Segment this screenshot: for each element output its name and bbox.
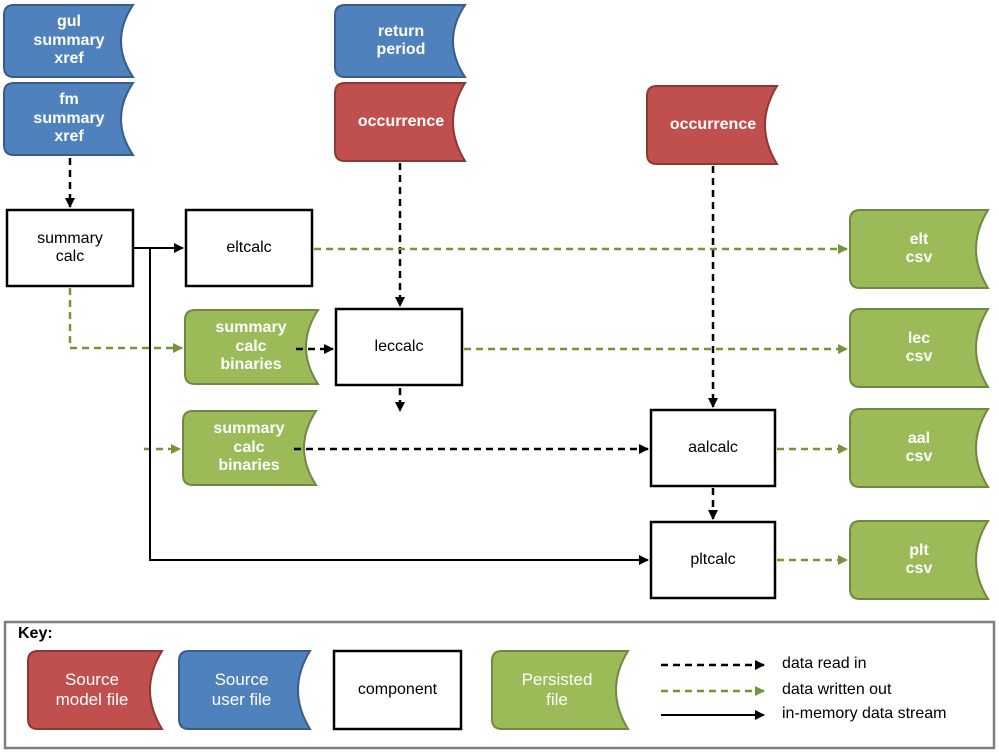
key-data-read-label: data read in xyxy=(782,655,867,672)
arrow-summarycalc-to-pltcalc xyxy=(149,248,649,565)
file-occurrence-1 xyxy=(334,82,467,162)
file-summary-calc-binaries-1 xyxy=(184,309,320,385)
key-component-shape xyxy=(332,649,463,731)
component-eltcalc xyxy=(184,208,314,288)
file-occurrence-2 xyxy=(646,85,779,165)
file-aal-csv xyxy=(849,408,990,488)
component-summarycalc xyxy=(5,208,135,288)
file-fm-summary-xref xyxy=(3,82,135,156)
key-in-memory-label: in-memory data stream xyxy=(782,705,947,722)
key-persisted-shape xyxy=(491,650,630,730)
file-elt-csv xyxy=(849,209,990,289)
component-aalcalc xyxy=(649,408,777,488)
file-lec-csv xyxy=(849,308,990,388)
component-pltcalc xyxy=(649,520,777,600)
file-plt-csv xyxy=(849,520,990,600)
key-data-written-label: data written out xyxy=(782,681,892,698)
key-source-model-shape xyxy=(27,650,164,730)
file-return-period xyxy=(334,4,467,78)
key-source-user-shape xyxy=(178,650,312,730)
arrow-summarycalc-to-binaries1 xyxy=(68,288,183,353)
file-summary-calc-binaries-2 xyxy=(182,410,318,486)
component-leccalc xyxy=(334,307,464,387)
file-gul-summary-xref xyxy=(3,4,135,78)
key-title: Key: xyxy=(18,625,53,642)
